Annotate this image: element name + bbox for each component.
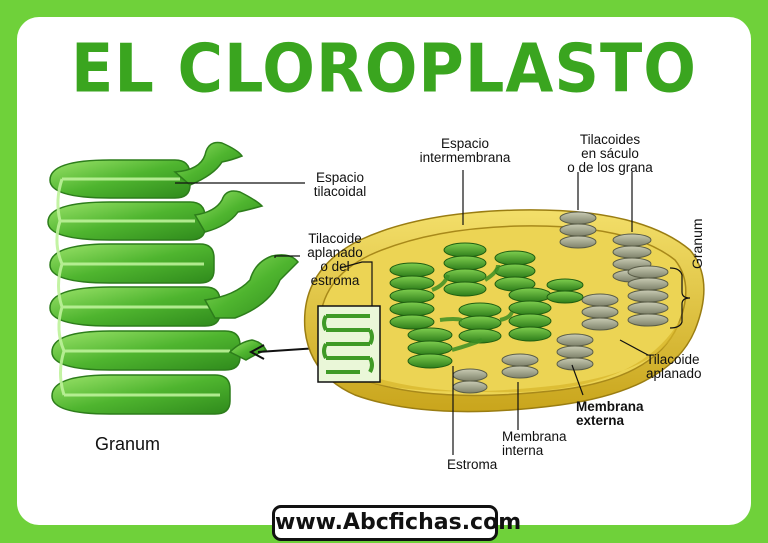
- label-membrana-externa: Membrana externa: [576, 399, 644, 428]
- website-url[interactable]: www.Abcfichas.com: [272, 505, 521, 541]
- label-tilacoide-aplanado-estroma: Tilacoide aplanado o del estroma: [307, 231, 363, 288]
- chloroplast: [303, 209, 705, 413]
- magnified-inset: [317, 305, 381, 383]
- page-title: EL CLOROPLASTO: [71, 29, 697, 108]
- label-granum-left: Granum: [95, 434, 161, 454]
- label-espacio-intermembrana: Espacio intermembrana: [419, 136, 511, 165]
- label-tilacoide-aplanado: Tilacoide aplanado: [646, 352, 702, 381]
- label-granum-right: Granum: [689, 218, 705, 269]
- magnify-arrow: [248, 344, 319, 360]
- granum-detail: [47, 141, 300, 415]
- label-estroma: Estroma: [447, 457, 498, 472]
- label-tilacoides-saculo: Tilacoides en sáculo o de los grana: [567, 132, 653, 175]
- label-espacio-tilacoidal: Espacio tilacoidal: [313, 170, 367, 199]
- label-membrana-interna: Membrana interna: [502, 429, 567, 458]
- leader-lines: [175, 170, 691, 455]
